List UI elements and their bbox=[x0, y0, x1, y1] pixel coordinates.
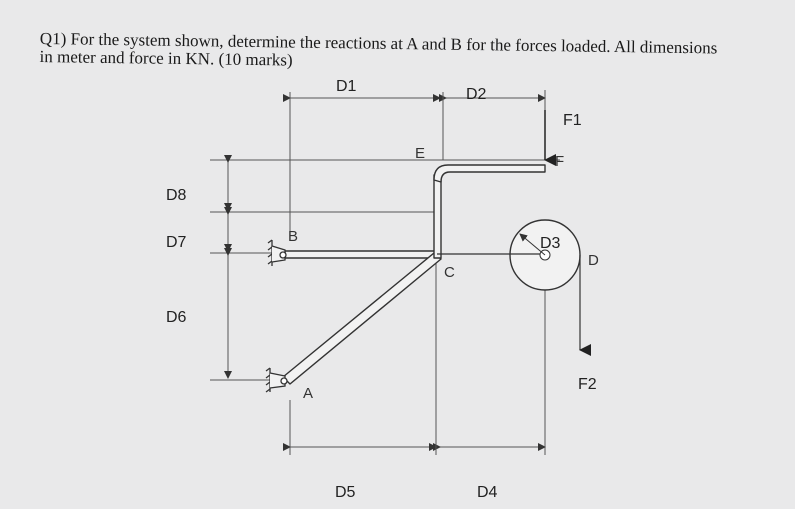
label-d1: D1 bbox=[336, 78, 357, 95]
label-d6: D6 bbox=[166, 309, 187, 326]
label-d3: D3 bbox=[540, 235, 561, 252]
label-d: D bbox=[588, 252, 599, 269]
label-d7: D7 bbox=[166, 234, 187, 251]
label-d5: D5 bbox=[335, 484, 356, 501]
support-a bbox=[265, 367, 288, 393]
frame-members bbox=[282, 164, 546, 385]
label-b: B bbox=[288, 228, 298, 245]
label-e: E bbox=[415, 145, 425, 162]
pulley bbox=[437, 219, 591, 356]
dimension-lines bbox=[210, 90, 560, 455]
label-f2: F2 bbox=[578, 376, 597, 393]
pulley-radius-d3 bbox=[519, 233, 546, 256]
label-a: A bbox=[303, 385, 313, 402]
label-d2: D2 bbox=[466, 86, 487, 103]
label-d8: D8 bbox=[166, 187, 187, 204]
label-f1: F1 bbox=[563, 112, 582, 129]
label-c: C bbox=[444, 264, 455, 281]
support-b bbox=[267, 239, 287, 266]
label-f: F bbox=[555, 153, 564, 170]
label-d4: D4 bbox=[477, 484, 498, 501]
